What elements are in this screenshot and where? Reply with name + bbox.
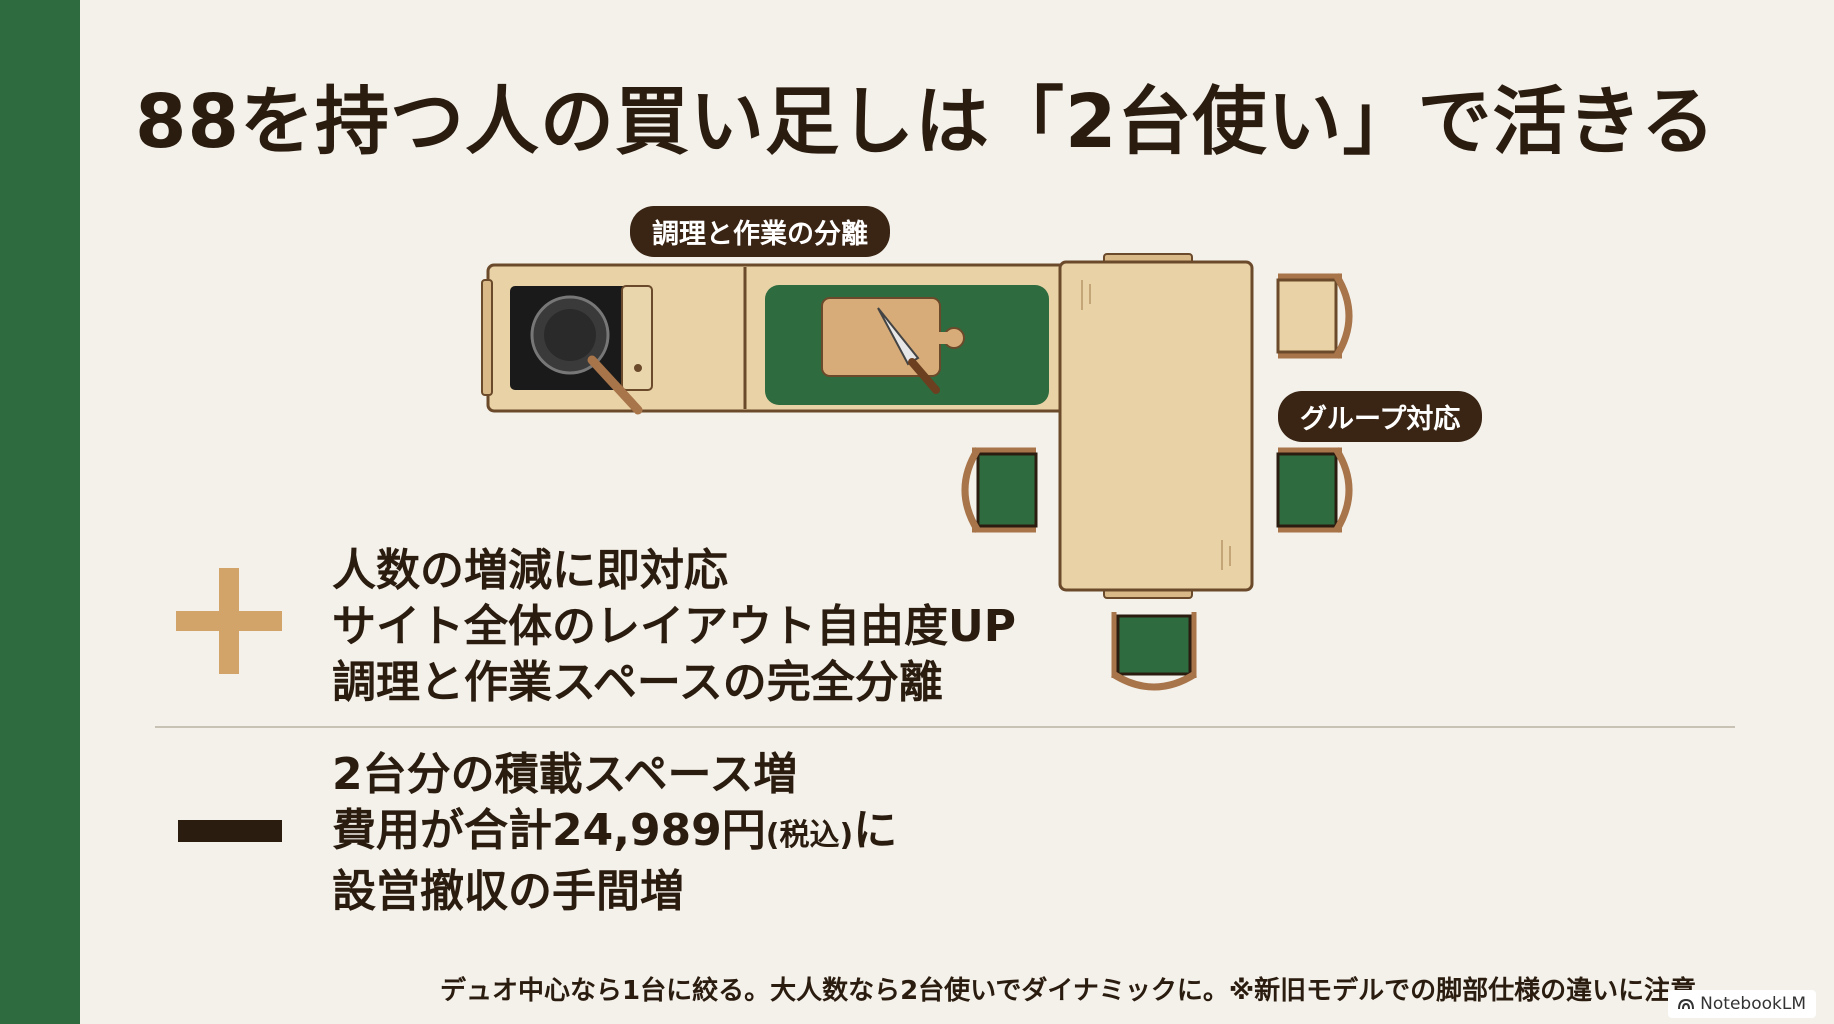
- chair-icon: [1111, 612, 1197, 691]
- kitchen-table: [481, 263, 1081, 415]
- list-item: 人数の増減に即対応: [332, 545, 728, 596]
- chair-icon: [1276, 273, 1353, 359]
- minus-icon: [178, 820, 282, 842]
- plus-icon: [176, 568, 282, 674]
- list-item: サイト全体のレイアウト自由度UP: [332, 601, 1016, 652]
- list-item: 費用が合計24,989円(税込)に: [332, 803, 897, 864]
- notebooklm-watermark: NotebookLM: [1668, 990, 1816, 1018]
- tax-note: (税込): [765, 818, 854, 853]
- list-item: 2台分の積載スペース増: [332, 749, 798, 800]
- list-item: 調理と作業スペースの完全分離: [332, 657, 943, 708]
- slide-title: 88を持つ人の買い足しは「2台使い」で活きる: [135, 79, 1716, 165]
- knife-icon: [877, 307, 940, 394]
- footer-note: デュオ中心なら1台に絞る。大人数なら2台使いでダイナミックに。※新旧モデルでの脚…: [440, 976, 1697, 1006]
- group-tag: グループ対応: [1278, 391, 1483, 442]
- pros-list: 人数の増減に即対応 サイト全体のレイアウト自由度UP 調理と作業スペースの完全分…: [332, 543, 1016, 711]
- divider: [155, 726, 1735, 728]
- cost-suffix: に: [853, 805, 898, 856]
- cost-text: 費用が合計24,989円: [332, 805, 766, 856]
- table-layout-illustration: [481, 253, 1353, 691]
- left-accent-bar: [0, 0, 80, 1024]
- table-icon: [1058, 253, 1254, 599]
- chair-icon: [1276, 447, 1353, 533]
- separation-tag: 調理と作業の分離: [630, 206, 890, 257]
- notebooklm-icon: [1678, 998, 1695, 1010]
- frying-pan-icon: [510, 285, 653, 415]
- cons-list: 2台分の積載スペース増 費用が合計24,989円(税込)に 設営撤収の手間増: [332, 747, 897, 920]
- list-item: 設営撤収の手間増: [332, 866, 684, 917]
- chair-icon: [961, 447, 1038, 533]
- watermark-label: NotebookLM: [1700, 994, 1806, 1014]
